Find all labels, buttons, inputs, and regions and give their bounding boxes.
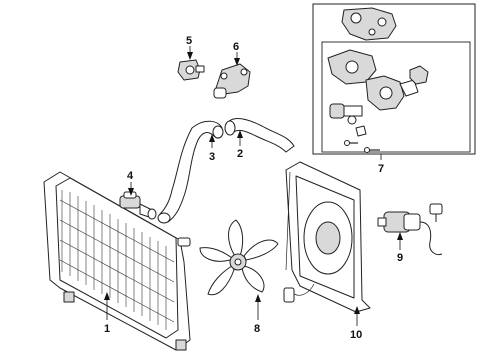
callout-2: 2: [237, 148, 243, 160]
temperature-sensor: [177, 59, 205, 81]
callout-7: 7: [378, 163, 384, 175]
radiator-core-fins: [59, 190, 175, 330]
lower-radiator-hose: [157, 120, 224, 224]
leader-line-5: [187, 46, 193, 60]
leader-line-10: [354, 306, 360, 326]
callout-4: 4: [127, 170, 134, 182]
callout-8: 8: [254, 323, 260, 335]
cooling-fan: [199, 219, 279, 296]
leader-line-4: [128, 182, 134, 196]
fan-motor: [377, 203, 443, 255]
water-pump-body: [327, 49, 429, 111]
leader-line-3: [209, 134, 215, 148]
upper-radiator-hose: [224, 118, 295, 153]
leader-line-8: [255, 294, 261, 320]
callout-10: 10: [350, 329, 362, 341]
callout-3: 3: [209, 151, 215, 163]
leader-line-6: [234, 52, 240, 66]
fan-shroud: [283, 161, 371, 313]
leader-line-2: [237, 130, 243, 146]
radiator-cap: [119, 191, 157, 220]
water-pump-pulley: [329, 103, 367, 137]
callout-5: 5: [186, 35, 192, 47]
water-pump-housing: [341, 7, 397, 41]
thermostat-housing: [213, 63, 251, 99]
bolts: [344, 140, 380, 153]
callout-1: 1: [104, 323, 110, 335]
callout-6: 6: [233, 41, 239, 53]
radiator: [43, 171, 191, 351]
leader-line-9: [397, 232, 403, 250]
water-pump-kit-frame: [312, 3, 476, 155]
callout-9: 9: [397, 252, 403, 264]
leader-line-1: [104, 292, 110, 320]
